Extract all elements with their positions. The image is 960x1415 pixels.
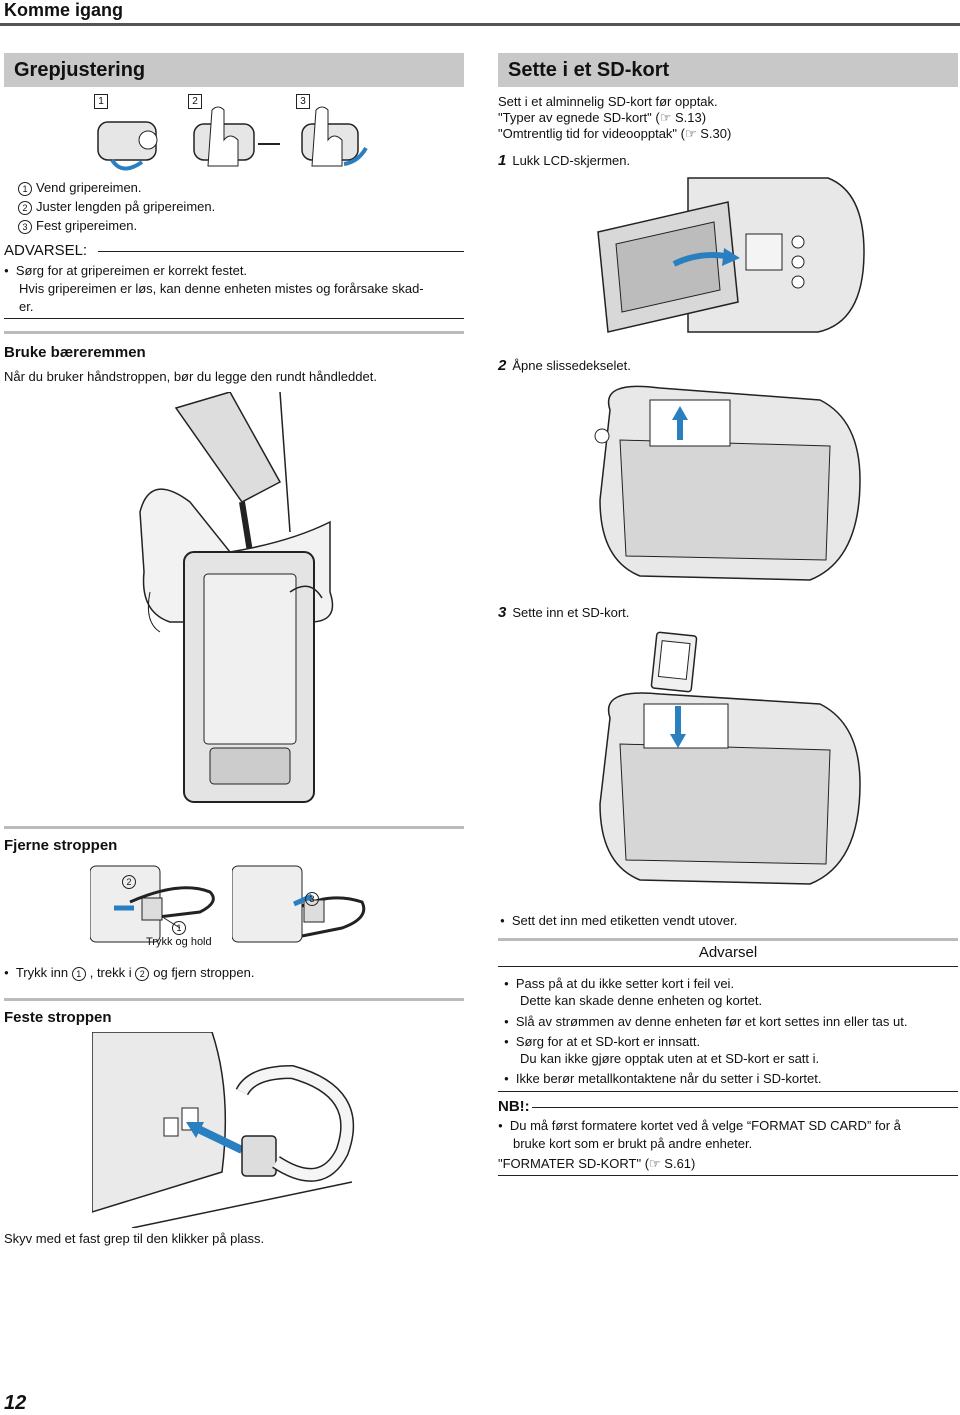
nb-top-rule <box>532 1107 958 1108</box>
nb-title: NB!: <box>498 1098 530 1115</box>
grip-illustration-2 <box>193 106 280 167</box>
grip-warning-line-1: Sørg for at gripereimen er korrekt feste… <box>4 263 247 281</box>
grip-panel-label-2: 2 <box>188 94 202 109</box>
remove-strap-illustration-1 <box>90 865 215 943</box>
attach-caption: Skyv med et fast grep til den klikker på… <box>4 1231 265 1246</box>
grip-illustration-1 <box>97 121 158 171</box>
remove-section-title: Fjerne stroppen <box>4 837 118 854</box>
insert-card-illustration <box>599 631 861 885</box>
warning-bottom-rule <box>4 318 464 319</box>
remove-callout-1: 1 <box>172 921 186 935</box>
slot-cover-illustration <box>594 385 861 581</box>
nb-line-2: bruke kort som er brukt på andre enheter… <box>513 1136 753 1151</box>
wrist-strap-illustration <box>139 392 334 803</box>
remove-inline-callout-2: 2 <box>135 967 150 981</box>
remove-strap-illustration-2 <box>232 865 366 943</box>
carry-section-title: Bruke bæreremmen <box>4 344 146 361</box>
sd-intro-link-1[interactable]: "Typer av egnede SD-kort" (☞ S.13) <box>498 110 707 125</box>
caution-item-3-detail: Du kan ikke gjøre opptak uten at et SD-k… <box>520 1051 820 1066</box>
grip-warning-title: ADVARSEL: <box>4 242 88 259</box>
sd-intro-link-2[interactable]: "Omtrentlig tid for videoopptak" (☞ S.30… <box>498 126 732 141</box>
caution-rule <box>498 938 958 941</box>
attach-section-rule <box>4 998 464 1001</box>
camera-lcd-illustration <box>597 177 865 333</box>
grip-illustration-3 <box>301 106 368 167</box>
attach-section-title: Feste stroppen <box>4 1009 112 1026</box>
carry-section-rule <box>4 331 464 334</box>
grip-section-title: Grepjustering <box>4 53 464 87</box>
grip-panel-label-1: 1 <box>94 94 108 109</box>
grip-warning-line-2: Hvis gripereimen er løs, kan denne enhet… <box>19 281 424 296</box>
nb-line-1: Du må først formatere kortet ved å velge… <box>498 1118 901 1136</box>
sd-label-note: Sett det inn med etiketten vendt utover. <box>500 913 737 931</box>
remove-callout-2: 2 <box>122 875 136 889</box>
nb-link[interactable]: "FORMATER SD-KORT" (☞ S.61) <box>498 1156 696 1171</box>
caution-title-rule <box>498 966 958 967</box>
remove-callout-3: 3 <box>305 892 319 906</box>
warning-top-rule <box>98 251 464 252</box>
caution-bottom-rule <box>498 1091 958 1092</box>
remove-instruction: Trykk inn 1, trekk i 2og fjern stroppen. <box>4 965 254 983</box>
grip-warning-line-3: er. <box>19 299 34 314</box>
attach-strap-illustration <box>92 1032 364 1228</box>
header-rule <box>0 23 960 26</box>
grip-panel-label-3: 3 <box>296 94 310 109</box>
sd-section-title: Sette i et SD-kort <box>498 53 958 87</box>
caution-item-1-detail: Dette kan skade denne enheten og kortet. <box>520 993 763 1008</box>
remove-section-rule <box>4 826 464 829</box>
nb-bottom-rule <box>498 1175 958 1176</box>
remove-label-press: Trykk og hold <box>146 936 212 948</box>
caution-item-1: Pass på at du ikke setter kort i feil ve… <box>504 976 734 994</box>
caution-item-4: Ikke berør metallkontaktene når du sette… <box>504 1071 822 1089</box>
remove-inline-callout-1: 1 <box>71 967 86 981</box>
caution-title: Advarsel <box>698 944 758 961</box>
page-header: Komme igang <box>0 0 960 26</box>
caution-item-3: Sørg for at et SD-kort er innsatt. <box>504 1034 700 1052</box>
caution-item-2: Slå av strømmen av denne enheten før et … <box>504 1014 908 1032</box>
carry-text: Når du bruker håndstroppen, bør du legge… <box>4 369 377 384</box>
page-number: 12 <box>4 1392 27 1414</box>
page-header-title: Komme igang <box>4 0 124 20</box>
sd-intro-1: Sett i et alminnelig SD-kort før opptak. <box>498 94 718 109</box>
